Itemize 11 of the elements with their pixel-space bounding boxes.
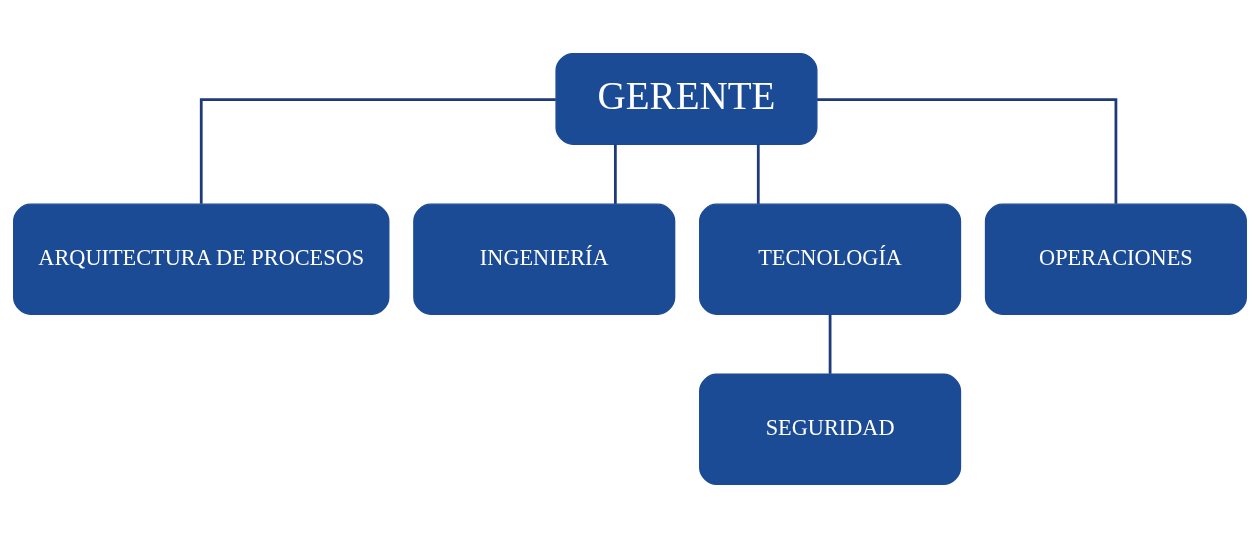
node-box: INGENIERÍA [413,202,676,315]
connector [756,143,760,204]
connector [199,97,556,204]
node-box: SEGURIDAD [699,373,962,485]
node-box: GERENTE [555,52,818,145]
connector [817,97,1118,204]
node-box: TECNOLOGÍA [699,202,962,315]
connector [613,143,617,204]
connector [828,313,832,374]
node-box: OPERACIONES [984,202,1247,315]
node-box: ARQUITECTURA DE PROCESOS [13,202,390,315]
